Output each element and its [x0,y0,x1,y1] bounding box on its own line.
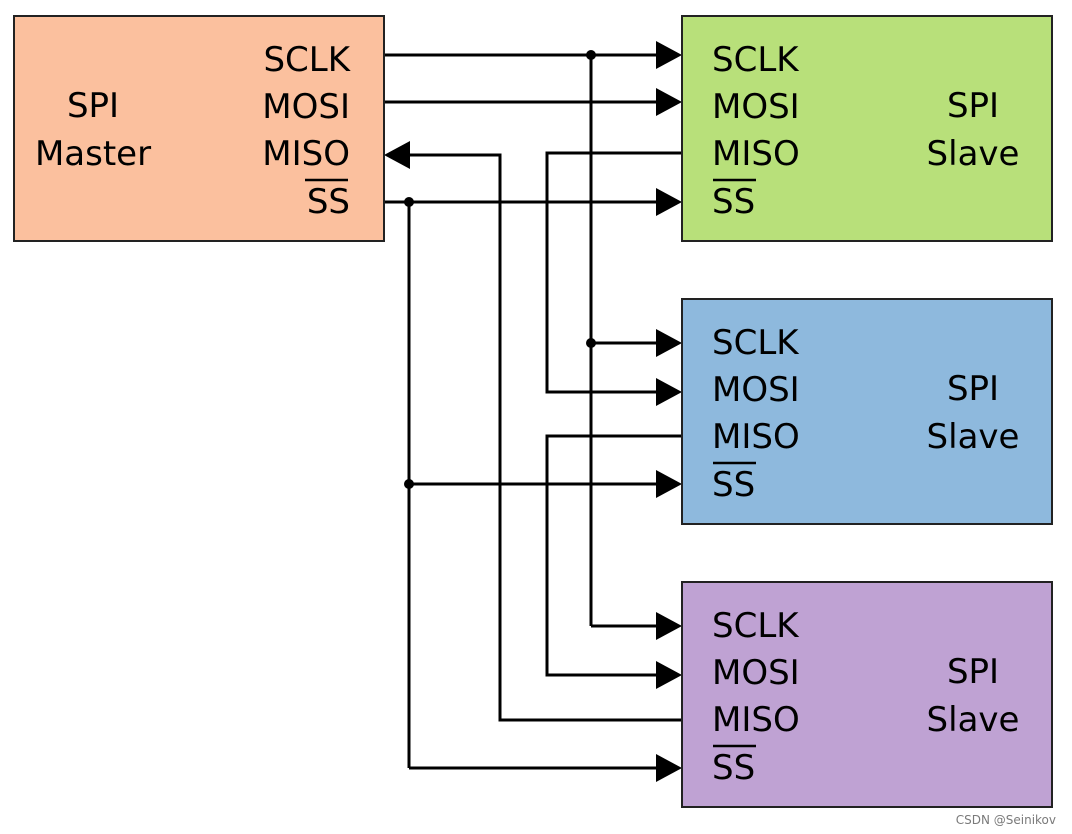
slave3-box-rect [681,581,1053,808]
master-box-rect [13,15,385,242]
spi-slave-box-3: SCLK MOSI MISO SS SPI Slave [681,581,1053,808]
junction-dot-sclk-mid [586,338,596,348]
miso1-to-mosi2-wire [545,151,682,394]
slave2-pin-ss: SS [712,465,755,505]
arrowheads [384,41,682,782]
watermark: CSDN @Seinikov [956,813,1056,827]
slave2-pin-miso: MISO [712,417,800,457]
slave3-pin-sclk: SCLK [712,606,800,646]
arrow-sclk-slave3 [656,612,682,640]
slave1-pin-mosi: MOSI [712,87,800,127]
junction-dot-sclk-top [586,50,596,60]
slave2-title-line1: SPI [947,369,999,409]
arrow-miso-master [384,141,410,169]
slave1-pin-miso: MISO [712,134,800,174]
spi-slave-box-2: SCLK MOSI MISO SS SPI Slave [681,298,1053,525]
wires [384,53,682,770]
master-pin-sclk: SCLK [263,40,351,80]
junction-dot-ss-mid [404,479,414,489]
arrow-ss-slave2 [656,470,682,498]
spi-slave-box-1: SCLK MOSI MISO SS SPI Slave [681,15,1053,242]
master-title-line2: Master [35,134,151,174]
master-pin-miso: MISO [262,134,350,174]
arrow-ss-slave3 [656,754,682,782]
master-pin-mosi: MOSI [262,87,350,127]
slave3-pin-miso: MISO [712,700,800,740]
slave2-pin-sclk: SCLK [712,323,800,363]
slave1-title-line2: Slave [927,134,1020,174]
arrow-sclk-slave2 [656,329,682,357]
slave3-pin-ss: SS [712,748,755,788]
arrow-mosi-slave3 [656,661,682,689]
slave1-title-line1: SPI [947,86,999,126]
slave1-pin-sclk: SCLK [712,40,800,80]
slave3-title-line2: Slave [927,700,1020,740]
slave2-pin-mosi: MOSI [712,370,800,410]
slave3-pin-mosi: MOSI [712,653,800,693]
slave3-title-line1: SPI [947,652,999,692]
arrow-mosi-slave2 [656,378,682,406]
master-title-line1: SPI [67,86,119,126]
junction-dots [404,50,596,489]
spi-master-box: SPI Master SCLK MOSI MISO SS [13,15,385,242]
slave2-title-line2: Slave [927,417,1020,457]
slave1-box-rect [681,15,1053,242]
slave1-pin-ss: SS [712,182,755,222]
miso3-return-wire [408,153,682,722]
arrow-ss-slave1 [656,188,682,216]
slave2-box-rect [681,298,1053,525]
junction-dot-ss-top [404,197,414,207]
miso2-to-mosi3-wire [545,434,682,677]
arrow-sclk-slave1 [656,41,682,69]
master-pin-ss: SS [307,182,350,222]
arrow-mosi-slave1 [656,88,682,116]
